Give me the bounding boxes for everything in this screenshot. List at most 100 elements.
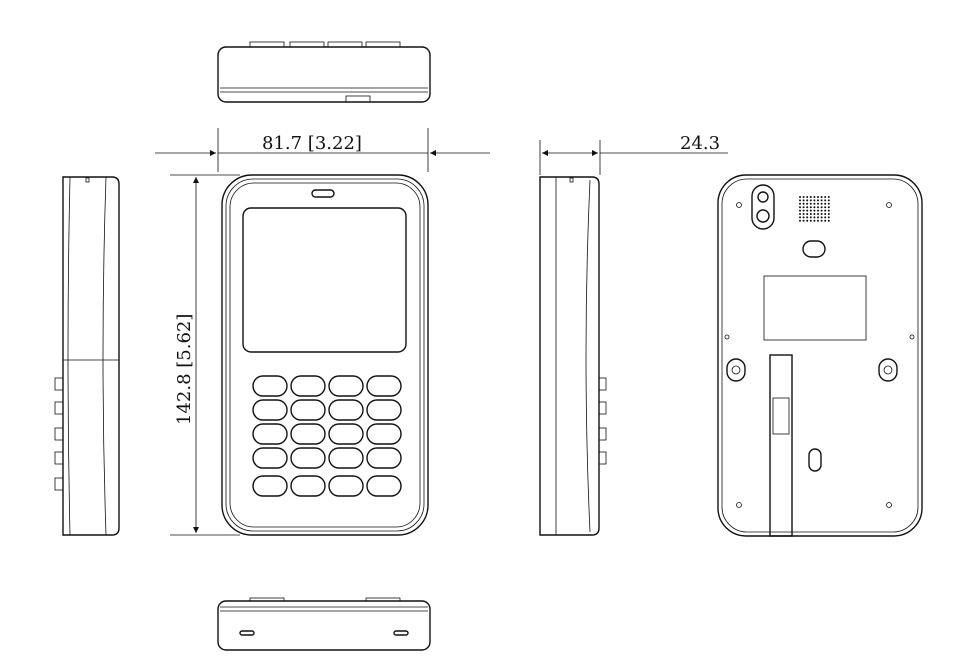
- grille-hole: [806, 206, 809, 209]
- keypad-key: [252, 423, 288, 445]
- grille-hole: [813, 216, 816, 219]
- grille-hole: [802, 206, 805, 209]
- grille-hole: [827, 219, 830, 222]
- grille-hole: [802, 196, 805, 198]
- grille-hole: [820, 199, 823, 202]
- grille-hole: [806, 196, 809, 198]
- grille-hole: [813, 202, 816, 205]
- grille-hole: [799, 206, 801, 209]
- grille-hole: [806, 213, 809, 215]
- grille-hole: [802, 219, 805, 222]
- right-side-view: [539, 176, 607, 536]
- grille-hole: [817, 206, 819, 209]
- keypad-key: [328, 475, 364, 497]
- grille-hole: [799, 196, 801, 198]
- depth-label: 24.3: [680, 133, 720, 154]
- earpiece-slot: [311, 189, 335, 198]
- grille-hole: [806, 199, 809, 202]
- grille-hole: [817, 196, 819, 198]
- grille-hole: [820, 206, 823, 209]
- grille-hole: [809, 206, 812, 209]
- keypad-key: [290, 475, 326, 497]
- grille-hole: [813, 219, 816, 222]
- grille-hole: [817, 199, 819, 202]
- grille-hole: [813, 196, 816, 198]
- grille-hole: [827, 216, 830, 219]
- bottom-view: [217, 597, 431, 651]
- keypad-key: [328, 375, 364, 397]
- grille-hole: [820, 202, 823, 205]
- grille-hole: [827, 196, 830, 198]
- grille-hole: [802, 216, 805, 219]
- grille-hole: [806, 202, 809, 205]
- grille-hole: [813, 213, 816, 215]
- grille-hole: [809, 209, 812, 212]
- grille-hole: [806, 219, 809, 222]
- grille-hole: [809, 199, 812, 202]
- grille-hole: [827, 209, 830, 212]
- grille-hole: [827, 213, 830, 215]
- grille-hole: [809, 202, 812, 205]
- grille-hole: [799, 213, 801, 215]
- grille-hole: [817, 213, 819, 215]
- grille-hole: [802, 213, 805, 215]
- grille-hole: [820, 216, 823, 219]
- grille-hole: [817, 219, 819, 222]
- height-dimension: 142.8 [5.62]: [170, 174, 240, 536]
- grille-hole: [809, 213, 812, 215]
- grille-hole: [824, 219, 827, 222]
- grille-hole: [802, 209, 805, 212]
- grille-hole: [824, 209, 827, 212]
- keypad-key: [366, 399, 402, 421]
- back-view: [717, 174, 923, 537]
- grille-hole: [802, 199, 805, 202]
- grille-hole: [813, 209, 816, 212]
- grille-hole: [813, 206, 816, 209]
- keypad: [252, 375, 402, 497]
- keypad-key: [290, 375, 326, 397]
- grille-hole: [799, 209, 801, 212]
- grille-hole: [820, 209, 823, 212]
- width-label: 81.7 [3.22]: [262, 133, 362, 154]
- keypad-key: [252, 399, 288, 421]
- screen: [242, 207, 407, 353]
- keypad-key: [366, 447, 402, 469]
- keypad-key: [366, 423, 402, 445]
- grille-hole: [809, 216, 812, 219]
- grille-hole: [799, 216, 801, 219]
- speaker-grille: [799, 196, 830, 222]
- grille-hole: [817, 209, 819, 212]
- left-side-view: [54, 176, 120, 536]
- height-label: 142.8 [5.62]: [174, 314, 195, 425]
- depth-dimension: 24.3: [539, 133, 728, 175]
- grille-hole: [824, 196, 827, 198]
- grille-hole: [809, 219, 812, 222]
- grille-hole: [806, 209, 809, 212]
- grille-hole: [817, 202, 819, 205]
- grille-hole: [827, 199, 830, 202]
- grille-hole: [824, 216, 827, 219]
- keypad-key: [328, 447, 364, 469]
- keypad-key: [252, 475, 288, 497]
- grille-hole: [799, 199, 801, 202]
- grille-hole: [827, 206, 830, 209]
- grille-hole: [820, 213, 823, 215]
- keypad-key: [290, 447, 326, 469]
- grille-hole: [824, 213, 827, 215]
- grille-hole: [809, 196, 812, 198]
- keypad-key: [290, 423, 326, 445]
- keypad-key: [252, 375, 288, 397]
- keypad-key: [366, 375, 402, 397]
- grille-hole: [799, 202, 801, 205]
- front-view: [221, 174, 429, 536]
- grille-hole: [799, 219, 801, 222]
- keypad-key: [366, 475, 402, 497]
- keypad-key: [328, 399, 364, 421]
- keypad-key: [328, 423, 364, 445]
- grille-hole: [820, 219, 823, 222]
- keypad-key: [290, 399, 326, 421]
- grille-hole: [824, 202, 827, 205]
- top-view: [217, 41, 431, 103]
- grille-hole: [817, 216, 819, 219]
